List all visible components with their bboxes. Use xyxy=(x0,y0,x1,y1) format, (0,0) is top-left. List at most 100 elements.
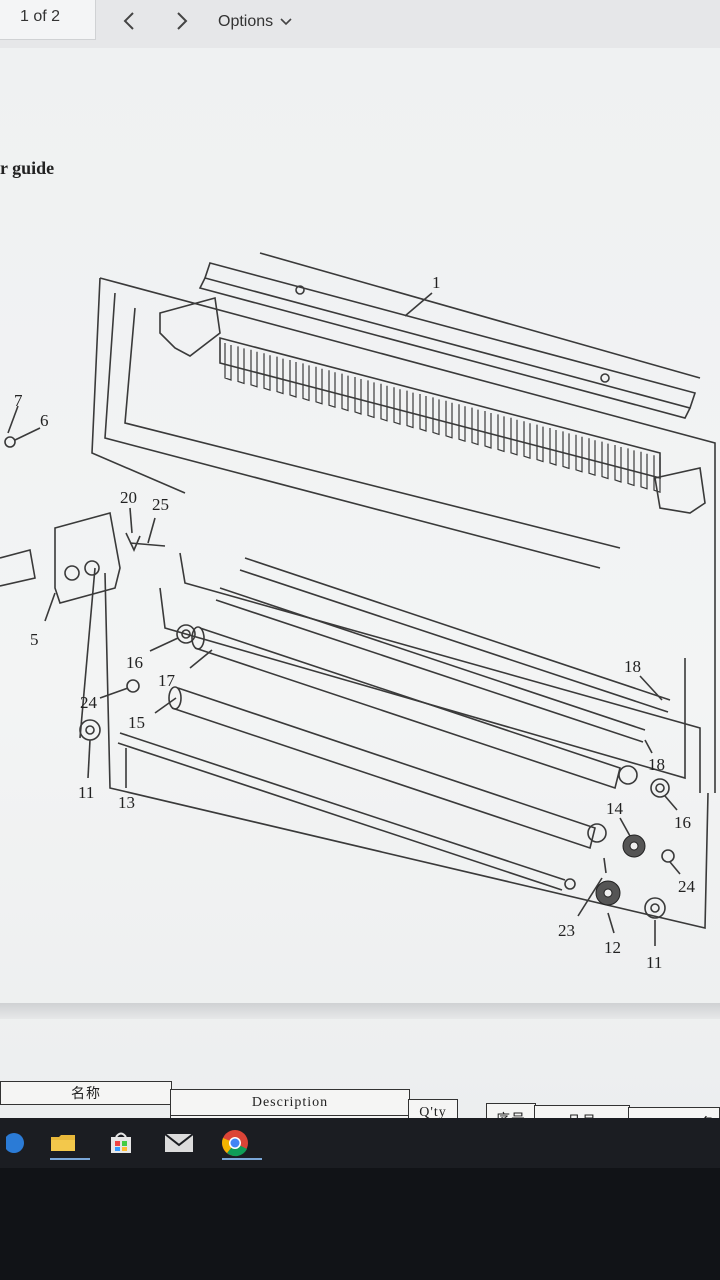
chevron-down-icon xyxy=(280,18,292,26)
mail-icon xyxy=(164,1133,194,1152)
chevron-left-icon xyxy=(123,12,134,30)
callout-label: 1 xyxy=(432,273,441,292)
page-indicator-box[interactable]: 1 of 2 xyxy=(0,0,96,40)
leader-line xyxy=(7,405,19,434)
clip-20 xyxy=(125,532,141,552)
bearing-11-inner xyxy=(650,903,660,913)
start-button[interactable] xyxy=(0,1124,38,1162)
pin-23 xyxy=(603,857,607,874)
options-menu-button[interactable]: Options xyxy=(218,8,293,36)
next-page-button[interactable] xyxy=(167,6,197,36)
taskbar-store[interactable] xyxy=(102,1124,140,1162)
gear-14-hub xyxy=(629,841,639,851)
taskbar-mail[interactable] xyxy=(160,1124,198,1162)
left-end-bracket xyxy=(159,296,221,357)
bearing-11-inner xyxy=(85,725,95,735)
bearing-11-left xyxy=(79,719,101,741)
side-plate-hole xyxy=(84,560,100,576)
bearing-16-left xyxy=(176,624,196,644)
options-label: Options xyxy=(218,13,274,30)
left-bracket-piece xyxy=(0,549,36,587)
leader-line xyxy=(14,427,41,441)
pdf-viewer-window: 1 of 2 Options r guide xyxy=(0,0,720,1128)
gear-12-hub xyxy=(603,888,613,898)
leader-line xyxy=(577,877,603,917)
callout-label: 14 xyxy=(606,799,624,818)
screw-25 xyxy=(129,542,166,547)
section-title: r guide xyxy=(0,158,55,178)
callout-label: 5 xyxy=(30,630,39,649)
page-separator xyxy=(0,1003,720,1019)
exploded-view-diagram: 1 7 6 20 25 5 16 17 24 15 11 13 18 18 16… xyxy=(0,252,716,972)
callout-label: 12 xyxy=(604,938,621,957)
bearing-11-right xyxy=(644,897,666,919)
bearing-16-right xyxy=(650,778,670,798)
leader-line xyxy=(154,697,177,714)
callout-label: 16 xyxy=(126,653,143,672)
side-plate-hole xyxy=(64,565,80,581)
windows-start-icon xyxy=(6,1133,24,1153)
part-6-washer xyxy=(4,436,16,448)
washer-24-left xyxy=(126,679,140,693)
leader-line xyxy=(619,817,631,837)
callout-label: 6 xyxy=(40,411,49,430)
rail-part xyxy=(259,252,701,379)
page-indicator: 1 of 2 xyxy=(20,8,61,25)
callout-label: 25 xyxy=(152,495,169,514)
rail-hole xyxy=(295,285,305,295)
callout-label: 7 xyxy=(14,391,23,410)
taskbar-chrome[interactable] xyxy=(216,1124,262,1162)
leader-line xyxy=(644,739,653,754)
leader-line xyxy=(44,592,56,622)
viewer-toolbar: 1 of 2 Options xyxy=(0,0,720,49)
guide-teeth xyxy=(224,343,661,494)
frame-line xyxy=(104,572,709,930)
guide-comb xyxy=(219,336,661,480)
frame-line xyxy=(104,292,601,569)
leader-line xyxy=(99,687,129,699)
file-explorer-icon xyxy=(51,1135,75,1151)
leader-line xyxy=(669,861,681,875)
bearing-16-inner xyxy=(181,629,191,639)
chevron-right-icon xyxy=(177,12,188,30)
callout-label: 24 xyxy=(678,877,696,896)
frame-line xyxy=(124,307,621,549)
previous-page-button[interactable] xyxy=(115,6,145,36)
leader-line xyxy=(664,795,678,811)
leader-line xyxy=(87,739,91,779)
callout-label: 17 xyxy=(158,671,176,690)
leader-line xyxy=(149,637,179,652)
callout-label: 13 xyxy=(118,793,135,812)
document-page[interactable]: r guide xyxy=(0,48,720,1128)
leader-line xyxy=(607,912,615,934)
active-indicator xyxy=(50,1158,90,1160)
leader-line xyxy=(189,649,213,669)
frame-line xyxy=(79,567,96,739)
windows-taskbar xyxy=(0,1118,720,1168)
right-end-bracket xyxy=(654,467,706,514)
leader-line xyxy=(404,292,433,317)
store-icon xyxy=(111,1132,131,1153)
taskbar-file-explorer[interactable] xyxy=(44,1124,90,1162)
callout-label: 23 xyxy=(558,921,575,940)
rail-hole xyxy=(600,373,610,383)
rail-part xyxy=(198,277,691,419)
shaft-13 xyxy=(117,742,563,891)
callout-label: 18 xyxy=(624,657,641,676)
frame-line xyxy=(179,552,701,793)
rail-part xyxy=(203,262,697,409)
callout-label: 20 xyxy=(120,488,137,507)
roller-end-right xyxy=(587,823,607,843)
frame-line xyxy=(91,277,186,494)
roller-17 xyxy=(194,627,621,790)
washer-24-right xyxy=(661,849,675,863)
callout-label: 24 xyxy=(80,693,98,712)
leader-line xyxy=(639,675,663,701)
callout-label: 11 xyxy=(646,953,662,972)
rod-lower xyxy=(219,587,646,731)
rod-lower xyxy=(215,599,644,743)
callout-label: 16 xyxy=(674,813,691,832)
shaft-13 xyxy=(119,732,566,881)
callout-label: 18 xyxy=(648,755,665,774)
active-indicator xyxy=(222,1158,262,1160)
